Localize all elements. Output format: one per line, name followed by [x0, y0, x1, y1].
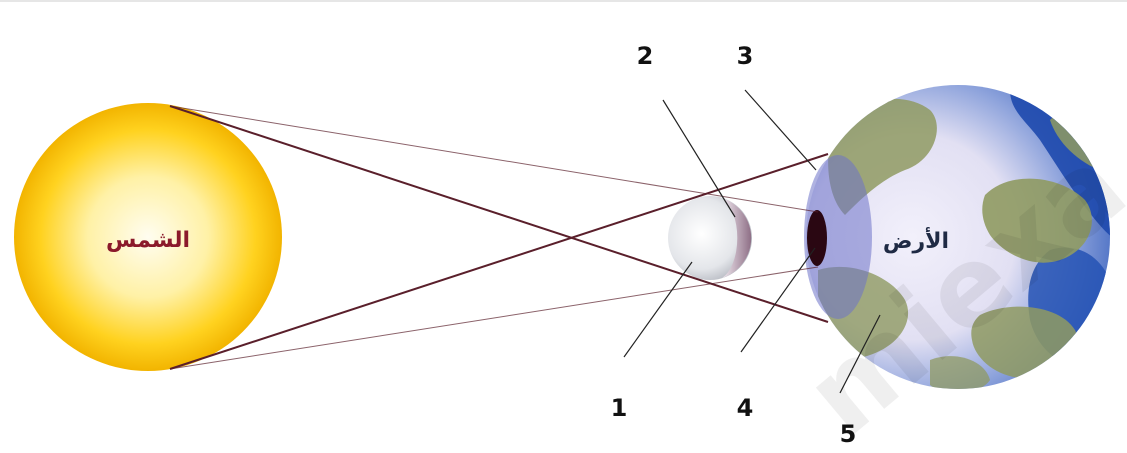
sun-label: الشمس	[106, 228, 190, 253]
number-1: 1	[611, 394, 628, 422]
pointer-4	[741, 248, 815, 352]
umbra	[807, 210, 827, 266]
moon	[668, 196, 752, 280]
number-2: 2	[637, 42, 654, 70]
number-4: 4	[737, 394, 754, 422]
pointer-1	[624, 262, 692, 357]
number-3: 3	[737, 42, 754, 70]
pointer-3	[745, 90, 816, 170]
